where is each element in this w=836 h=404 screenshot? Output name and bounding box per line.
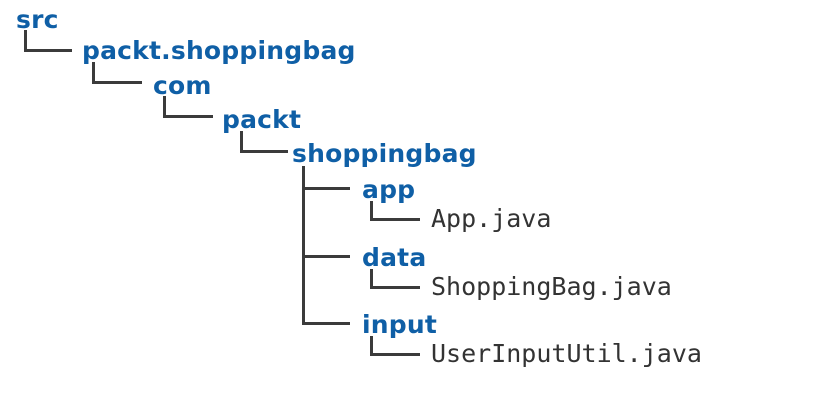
connector-packt-horizontal: [240, 150, 288, 153]
connector-src-vertical: [24, 30, 27, 52]
tree-node-packt-shoppingbag[interactable]: packt.shoppingbag: [82, 36, 356, 65]
connector-data-vertical: [370, 269, 373, 289]
tree-node-input[interactable]: input: [362, 310, 438, 339]
connector-com-horizontal: [163, 115, 213, 118]
connector-branch-input: [302, 322, 350, 325]
connector-branch-data: [302, 255, 350, 258]
tree-node-com[interactable]: com: [153, 71, 212, 100]
connector-app-vertical: [370, 201, 373, 221]
tree-node-packt[interactable]: packt: [222, 105, 302, 134]
tree-node-src[interactable]: src: [16, 5, 59, 34]
tree-node-data[interactable]: data: [362, 243, 427, 272]
connector-data-horizontal: [370, 286, 420, 289]
connector-input-vertical: [370, 336, 373, 356]
connector-com-vertical: [163, 96, 166, 118]
tree-node-shoppingbag-java[interactable]: ShoppingBag.java: [431, 272, 672, 301]
connector-app-horizontal: [370, 218, 420, 221]
tree-node-app-java[interactable]: App.java: [431, 204, 552, 233]
connector-branch-app: [302, 187, 350, 190]
connector-packt-vertical: [240, 131, 243, 153]
connector-src-horizontal: [24, 49, 72, 52]
connector-shoppingbag-trunk: [302, 166, 305, 325]
tree-node-app[interactable]: app: [362, 175, 416, 204]
connector-packt-shoppingbag-horizontal: [92, 81, 142, 84]
tree-node-shoppingbag[interactable]: shoppingbag: [292, 139, 477, 168]
connector-packt-shoppingbag-vertical: [92, 62, 95, 84]
tree-node-userinpututil-java[interactable]: UserInputUtil.java: [431, 339, 702, 368]
connector-input-horizontal: [370, 353, 420, 356]
